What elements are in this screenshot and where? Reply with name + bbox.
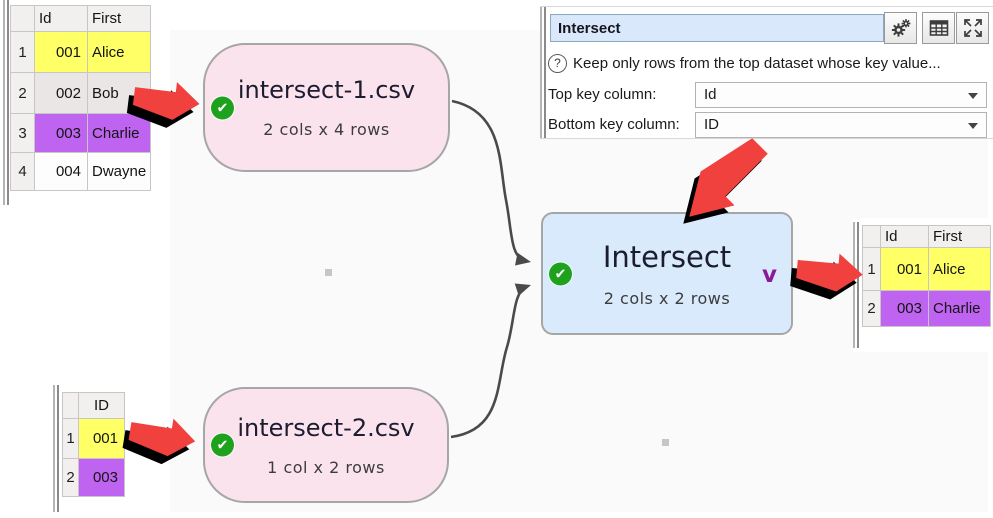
output-table: Id First 1 001 Alice 2 003 Charlie bbox=[862, 225, 991, 327]
intersect-settings-panel: ? Keep only rows from the top dataset wh… bbox=[540, 6, 993, 139]
table-row: 1 001 Alice bbox=[10, 31, 152, 73]
expand-button[interactable] bbox=[956, 12, 989, 44]
input2-table: ID 1 001 2 003 bbox=[62, 392, 125, 497]
table-row: 3 003 Charlie bbox=[10, 113, 152, 153]
node-dimensions: 2 cols x 4 rows bbox=[263, 120, 390, 139]
check-icon: ✔ bbox=[549, 262, 572, 285]
table-row: 2 003 Charlie bbox=[862, 290, 991, 327]
table-row: 2 002 Bob bbox=[10, 72, 152, 114]
bottom-key-label: Bottom key column: bbox=[548, 116, 680, 133]
table-row: 1 001 Alice bbox=[862, 247, 991, 291]
chevron-down-icon bbox=[968, 123, 978, 129]
table-icon bbox=[929, 20, 948, 36]
node-dimensions: 2 cols x 2 rows bbox=[603, 288, 731, 308]
node-intersect-1-csv[interactable]: ✔ intersect-1.csv 2 cols x 4 rows bbox=[203, 43, 450, 172]
table-row: 1 001 bbox=[62, 418, 125, 459]
chevron-down-icon bbox=[968, 93, 978, 99]
node-intersect[interactable]: ✔ Intersect 2 cols x 2 rows v bbox=[541, 212, 793, 335]
top-key-label: Top key column: bbox=[548, 86, 657, 103]
collapse-chevron[interactable]: v bbox=[762, 261, 777, 288]
bottom-key-dropdown[interactable]: ID bbox=[695, 112, 987, 138]
top-key-dropdown[interactable]: Id bbox=[695, 82, 987, 108]
column-header: Id bbox=[34, 5, 88, 32]
column-header: ID bbox=[78, 392, 125, 419]
transform-name-input[interactable] bbox=[550, 14, 884, 42]
table-header-row: Id First bbox=[862, 225, 991, 248]
input1-table: Id First 1 001 Alice 2 002 Bob 3 003 Cha… bbox=[10, 5, 152, 191]
pane-edge bbox=[3, 0, 9, 205]
node-title: intersect-1.csv bbox=[237, 76, 416, 104]
canvas-grid-dot bbox=[325, 269, 332, 276]
column-header: First bbox=[928, 225, 991, 248]
table-header-row: ID bbox=[62, 392, 125, 419]
check-icon: ✔ bbox=[211, 96, 234, 119]
check-icon: ✔ bbox=[211, 433, 234, 457]
pane-edge bbox=[540, 7, 546, 138]
settings-icon bbox=[891, 19, 910, 37]
pane-edge bbox=[53, 385, 59, 512]
table-row: 2 003 bbox=[62, 458, 125, 497]
node-dimensions: 1 col x 2 rows bbox=[267, 457, 385, 477]
show-table-button[interactable] bbox=[922, 12, 955, 44]
help-icon[interactable]: ? bbox=[548, 54, 567, 73]
node-title: Intersect bbox=[602, 239, 732, 274]
node-intersect-2-csv[interactable]: ✔ intersect-2.csv 1 col x 2 rows bbox=[203, 387, 449, 503]
expand-icon bbox=[963, 19, 982, 37]
bottom-key-value: ID bbox=[704, 116, 719, 133]
canvas-grid-dot bbox=[662, 439, 669, 446]
column-header: Id bbox=[880, 225, 929, 248]
top-key-value: Id bbox=[704, 86, 717, 103]
transform-description: Keep only rows from the top dataset whos… bbox=[573, 55, 941, 72]
node-title: intersect-2.csv bbox=[237, 413, 415, 442]
pane-edge bbox=[853, 222, 859, 348]
table-row: 4 004 Dwayne bbox=[10, 152, 152, 191]
settings-button[interactable] bbox=[884, 12, 917, 44]
column-header: First bbox=[86, 5, 152, 32]
table-header-row: Id First bbox=[10, 5, 152, 32]
